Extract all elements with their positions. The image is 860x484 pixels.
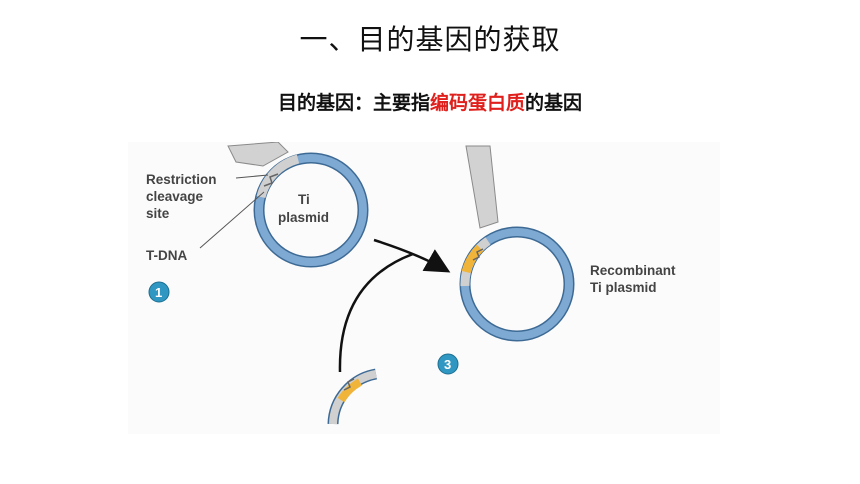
step-3-label: 3 <box>444 357 451 372</box>
ti-plasmid-figure: Restriction cleavage site T-DNA Ti plasm… <box>128 142 720 434</box>
subtitle-suffix: 的基因 <box>525 92 583 114</box>
label-recombinant-1: Recombinant <box>590 263 676 278</box>
restriction-site-notch <box>263 173 279 187</box>
label-recombinant-2: Ti plasmid <box>590 280 657 295</box>
label-restriction-1: Restriction <box>146 172 217 187</box>
recombinant-insert <box>461 244 484 274</box>
step-1-label: 1 <box>155 285 162 300</box>
slide-title: 一、目的基因的获取 <box>299 23 561 56</box>
foreign-dna-notch <box>343 378 355 391</box>
label-restriction-2: cleavage <box>146 189 204 204</box>
ti-plasmid-diagram: Restriction cleavage site T-DNA Ti plasm… <box>146 142 676 425</box>
step-3-badge <box>437 353 459 375</box>
subtitle-highlight: 编码蛋白质 <box>429 92 525 114</box>
host-dna-strand <box>227 142 289 167</box>
ti-plasmid-ring-fill <box>255 154 367 266</box>
step-1-badge <box>148 281 170 303</box>
recombinant-notch <box>472 248 484 261</box>
label-ti-2: plasmid <box>278 210 329 225</box>
label-restriction-3: site <box>146 206 170 221</box>
tdna-segment <box>256 154 300 199</box>
cut-dna-strand <box>465 145 499 229</box>
label-tdna: T-DNA <box>146 248 187 263</box>
subtitle: 目的基因：主要指编码蛋白质的基因 <box>0 88 860 115</box>
subtitle-prefix: 目的基因：主要指 <box>277 92 430 114</box>
flow-arrow-top <box>373 238 451 273</box>
flow-arrow-curve <box>338 252 414 373</box>
label-ti-1: Ti <box>298 192 310 207</box>
foreign-dna-insert <box>337 378 363 403</box>
tdna-pointer <box>199 191 265 249</box>
restriction-pointer <box>235 174 269 179</box>
